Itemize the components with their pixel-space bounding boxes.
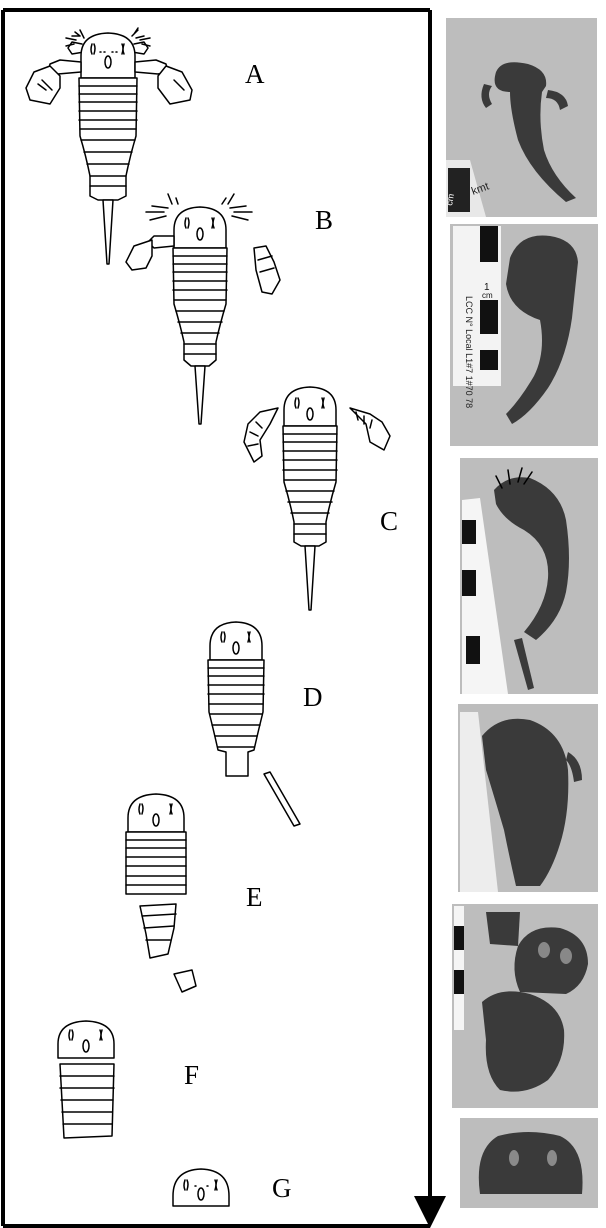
photo-1-scale-unit: cm xyxy=(444,193,456,207)
stage-label-g: G xyxy=(272,1173,292,1203)
time-arrow-head xyxy=(414,1196,446,1228)
photo-2-scale-unit: cm xyxy=(482,291,493,300)
stage-label-b: B xyxy=(315,205,333,235)
eurypterid-drawing-f xyxy=(58,1021,114,1138)
eurypterid-drawing-c xyxy=(244,387,390,610)
eurypterid-drawing-d xyxy=(208,622,300,826)
fossil-photo-2: LCC N° Local L1#7 1#70 78 1 cm xyxy=(450,224,598,446)
fossil-photo-3 xyxy=(460,458,598,694)
fossil-photo-1: kmt cm xyxy=(444,18,597,217)
photo-2-specimen-label: LCC N° Local L1#7 1#70 78 xyxy=(464,296,474,408)
stage-label-e: E xyxy=(246,882,263,912)
fossil-photo-5 xyxy=(452,904,598,1108)
stage-label-f: F xyxy=(184,1060,199,1090)
stage-label-c: C xyxy=(380,506,398,536)
eurypterid-drawing-b xyxy=(126,194,280,424)
eurypterid-drawing-a xyxy=(26,28,192,264)
eurypterid-drawing-g xyxy=(173,1169,229,1206)
fossil-photo-6 xyxy=(460,1118,598,1208)
fossil-photo-4 xyxy=(458,704,598,892)
stage-label-d: D xyxy=(303,682,323,712)
stage-label-a: A xyxy=(245,59,265,89)
eurypterid-drawing-e xyxy=(126,794,196,992)
